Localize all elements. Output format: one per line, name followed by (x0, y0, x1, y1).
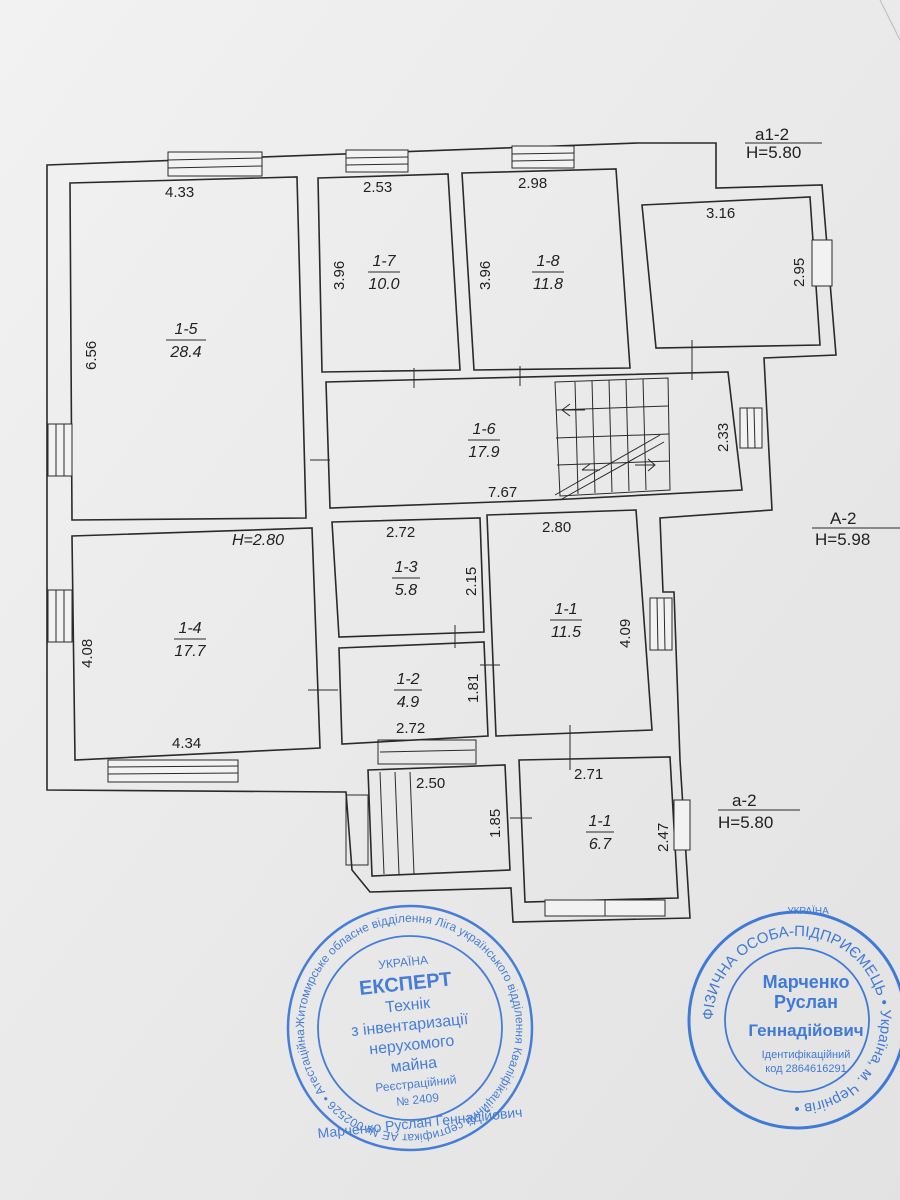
dim-1-7-top: 2.53 (363, 179, 392, 196)
dim-porch-top: 2.50 (416, 775, 445, 792)
dim-1-5-top: 4.33 (165, 184, 194, 201)
elevation-marks: a1-2 H=5.80 A-2 H=5.98 a-2 H=5.80 (718, 125, 900, 832)
mark-a1-2-height: H=5.80 (746, 143, 801, 162)
dim-1-3-side: 2.15 (463, 567, 480, 596)
room-1-1b-id: 1-1 (588, 813, 611, 830)
expert-stamp-country: УКРАЇНА (378, 953, 429, 972)
dim-1-1b-top: 2.71 (574, 766, 603, 783)
mark-A-2-height: H=5.98 (815, 530, 870, 549)
expert-stamp-line6: № 2409 (395, 1090, 439, 1108)
dim-1-8-side: 3.96 (477, 261, 494, 290)
building-walls (46, 142, 837, 923)
fop-stamp-country: УКРАЇНА (787, 905, 829, 917)
expert-stamp-line4: майна (390, 1054, 438, 1076)
fop-stamp-name3: Геннадійович (748, 1021, 863, 1040)
mark-a-2-height: H=5.80 (718, 813, 773, 832)
room-1-7-area: 10.0 (368, 276, 399, 293)
door-marks (308, 340, 693, 819)
mark-a1-2-label: a1-2 (755, 125, 789, 144)
dim-1-6-side: 2.33 (715, 423, 732, 452)
expert-stamp-line1: Технік (384, 995, 431, 1017)
dim-1-2-side: 1.81 (465, 674, 482, 703)
entrance-steps (345, 739, 477, 875)
dim-porch-side: 1.85 (487, 809, 504, 838)
room-1-7-id: 1-7 (372, 253, 396, 270)
fop-stamp-name1: Марченко (763, 972, 850, 992)
room-labels: 1-5 28.4 1-7 10.0 1-8 11.8 1-6 17.9 1-4 … (166, 253, 614, 853)
dim-1-4-side: 4.08 (79, 639, 96, 668)
dim-1-1-side: 4.09 (617, 619, 634, 648)
dim-1-1b-side: 2.47 (655, 823, 672, 852)
dim-1-1-top: 2.80 (542, 519, 571, 536)
fop-stamp-id-label: Ідентифікаційний (762, 1049, 851, 1061)
room-1-8-area: 11.8 (533, 276, 563, 293)
room-1-6-id: 1-6 (472, 421, 495, 438)
dimension-labels: 4.33 6.56 2.53 3.96 2.98 3.96 3.16 2.95 … (79, 175, 808, 852)
room-1-5-area: 28.4 (169, 344, 201, 361)
mark-a-2-label: a-2 (732, 791, 757, 810)
room-1-8-id: 1-8 (536, 253, 559, 270)
room-1-3-area: 5.8 (395, 582, 417, 599)
dim-1-8-top: 2.98 (518, 175, 547, 192)
mark-A-2-label: A-2 (830, 509, 856, 528)
dim-tr-side: 2.95 (791, 258, 808, 287)
room-1-6-area: 17.9 (468, 444, 499, 461)
room-1-1-area: 11.5 (551, 624, 581, 641)
fop-stamp-name2: Руслан (774, 992, 838, 1012)
fop-stamp-id-code: код 2864616291 (765, 1063, 846, 1075)
dim-1-4-bottom: 4.34 (172, 735, 201, 752)
dim-1-6-bottom: 7.67 (488, 484, 517, 501)
room-1-2-area: 4.9 (397, 694, 419, 711)
dim-1-3-top: 2.72 (386, 524, 415, 541)
dim-1-2-bottom: 2.72 (396, 720, 425, 737)
windows (47, 145, 833, 917)
dim-1-5-side: 6.56 (83, 341, 100, 370)
room-1-1-id: 1-1 (554, 601, 577, 618)
dim-1-7-side: 3.96 (331, 261, 348, 290)
room-1-1b-area: 6.7 (589, 836, 612, 853)
staircase (554, 378, 671, 501)
room-1-4-id: 1-4 (178, 620, 201, 637)
room-1-4-area: 17.7 (174, 643, 206, 660)
room-1-3-id: 1-3 (394, 559, 417, 576)
room-1-2-id: 1-2 (396, 671, 419, 688)
ceiling-height-label: H=2.80 (232, 532, 284, 549)
room-1-5-id: 1-5 (174, 321, 197, 338)
dim-tr-top: 3.16 (706, 205, 735, 222)
